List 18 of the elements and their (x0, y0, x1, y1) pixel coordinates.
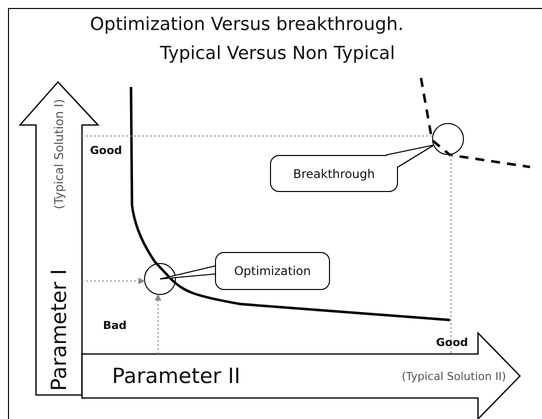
axis-sublabel: (Typical Solution I) (52, 99, 66, 210)
scale-label: Good (90, 144, 122, 157)
leader-line (385, 144, 435, 168)
subtitle: Typical Versus Non Typical (160, 43, 396, 64)
guide-line (154, 294, 162, 354)
title: Optimization Versus breakthrough. (90, 14, 404, 35)
callout-label: Optimization (215, 252, 330, 290)
guide-line (82, 278, 146, 284)
callout-label: Breakthrough (270, 155, 398, 192)
axis-sublabel: (Typical Solution II) (402, 370, 506, 382)
guide-line (450, 155, 452, 354)
scale-label: Good (436, 336, 468, 349)
leader-line (159, 265, 216, 280)
guide-line (82, 135, 432, 137)
axis-label: Parameter II (112, 364, 240, 388)
horizontal-block-arrow (82, 333, 520, 419)
axis-label: Parameter I (47, 268, 71, 391)
scale-label: Bad (103, 319, 127, 332)
